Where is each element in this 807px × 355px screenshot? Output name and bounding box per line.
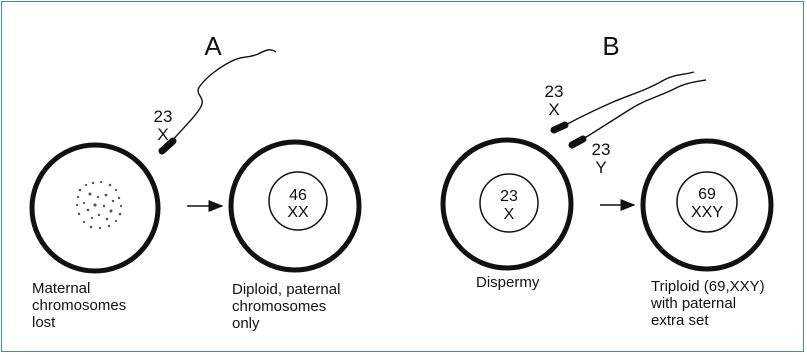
panel-b-zygote-caption: Triploid (69,XXY) with paternal extra se… <box>650 278 769 329</box>
panel-b-sperm-x-count: 23 <box>545 82 564 101</box>
panel-b-egg-count: 23 <box>500 188 518 205</box>
panel-b-zygote-count: 69 <box>698 186 716 203</box>
panel-a-zygote-nucleus <box>268 171 328 231</box>
panel-b: B 23 X 23 Y 23 X 69 XXY Dispermy <box>440 31 774 329</box>
panel-b-egg-caption: Dispermy <box>476 274 540 291</box>
panel-b-zygote-type: XXY <box>691 204 723 221</box>
panel-a-egg-caption: Maternal chromosomes lost <box>32 280 130 331</box>
panel-a-egg <box>29 142 161 274</box>
panel-a-zygote-caption: Diploid, paternal chromosomes only <box>232 281 345 332</box>
panel-a-zygote-type: XX <box>287 204 309 221</box>
panel-b-sperm-x <box>550 71 695 134</box>
panel-b-label: B <box>602 31 619 61</box>
panel-b-sperm-y <box>568 79 707 149</box>
panel-b-egg-nucleus <box>479 173 539 233</box>
panel-a-zygote-count: 46 <box>289 187 307 204</box>
panel-a-sperm-type: X <box>157 125 168 144</box>
panel-b-sperm-y-count: 23 <box>592 140 611 159</box>
panel-b-zygote-nucleus <box>676 171 738 233</box>
panel-a: A 23 X <box>29 31 362 332</box>
dispersed-chromosomes <box>75 180 123 230</box>
panel-b-egg-type: X <box>504 206 515 223</box>
panel-a-label: A <box>204 31 222 61</box>
panel-a-sperm-count: 23 <box>154 107 173 126</box>
panel-b-sperm-y-type: Y <box>595 158 606 177</box>
panel-a-sperm <box>158 49 277 155</box>
panel-b-sperm-x-type: X <box>548 100 559 119</box>
